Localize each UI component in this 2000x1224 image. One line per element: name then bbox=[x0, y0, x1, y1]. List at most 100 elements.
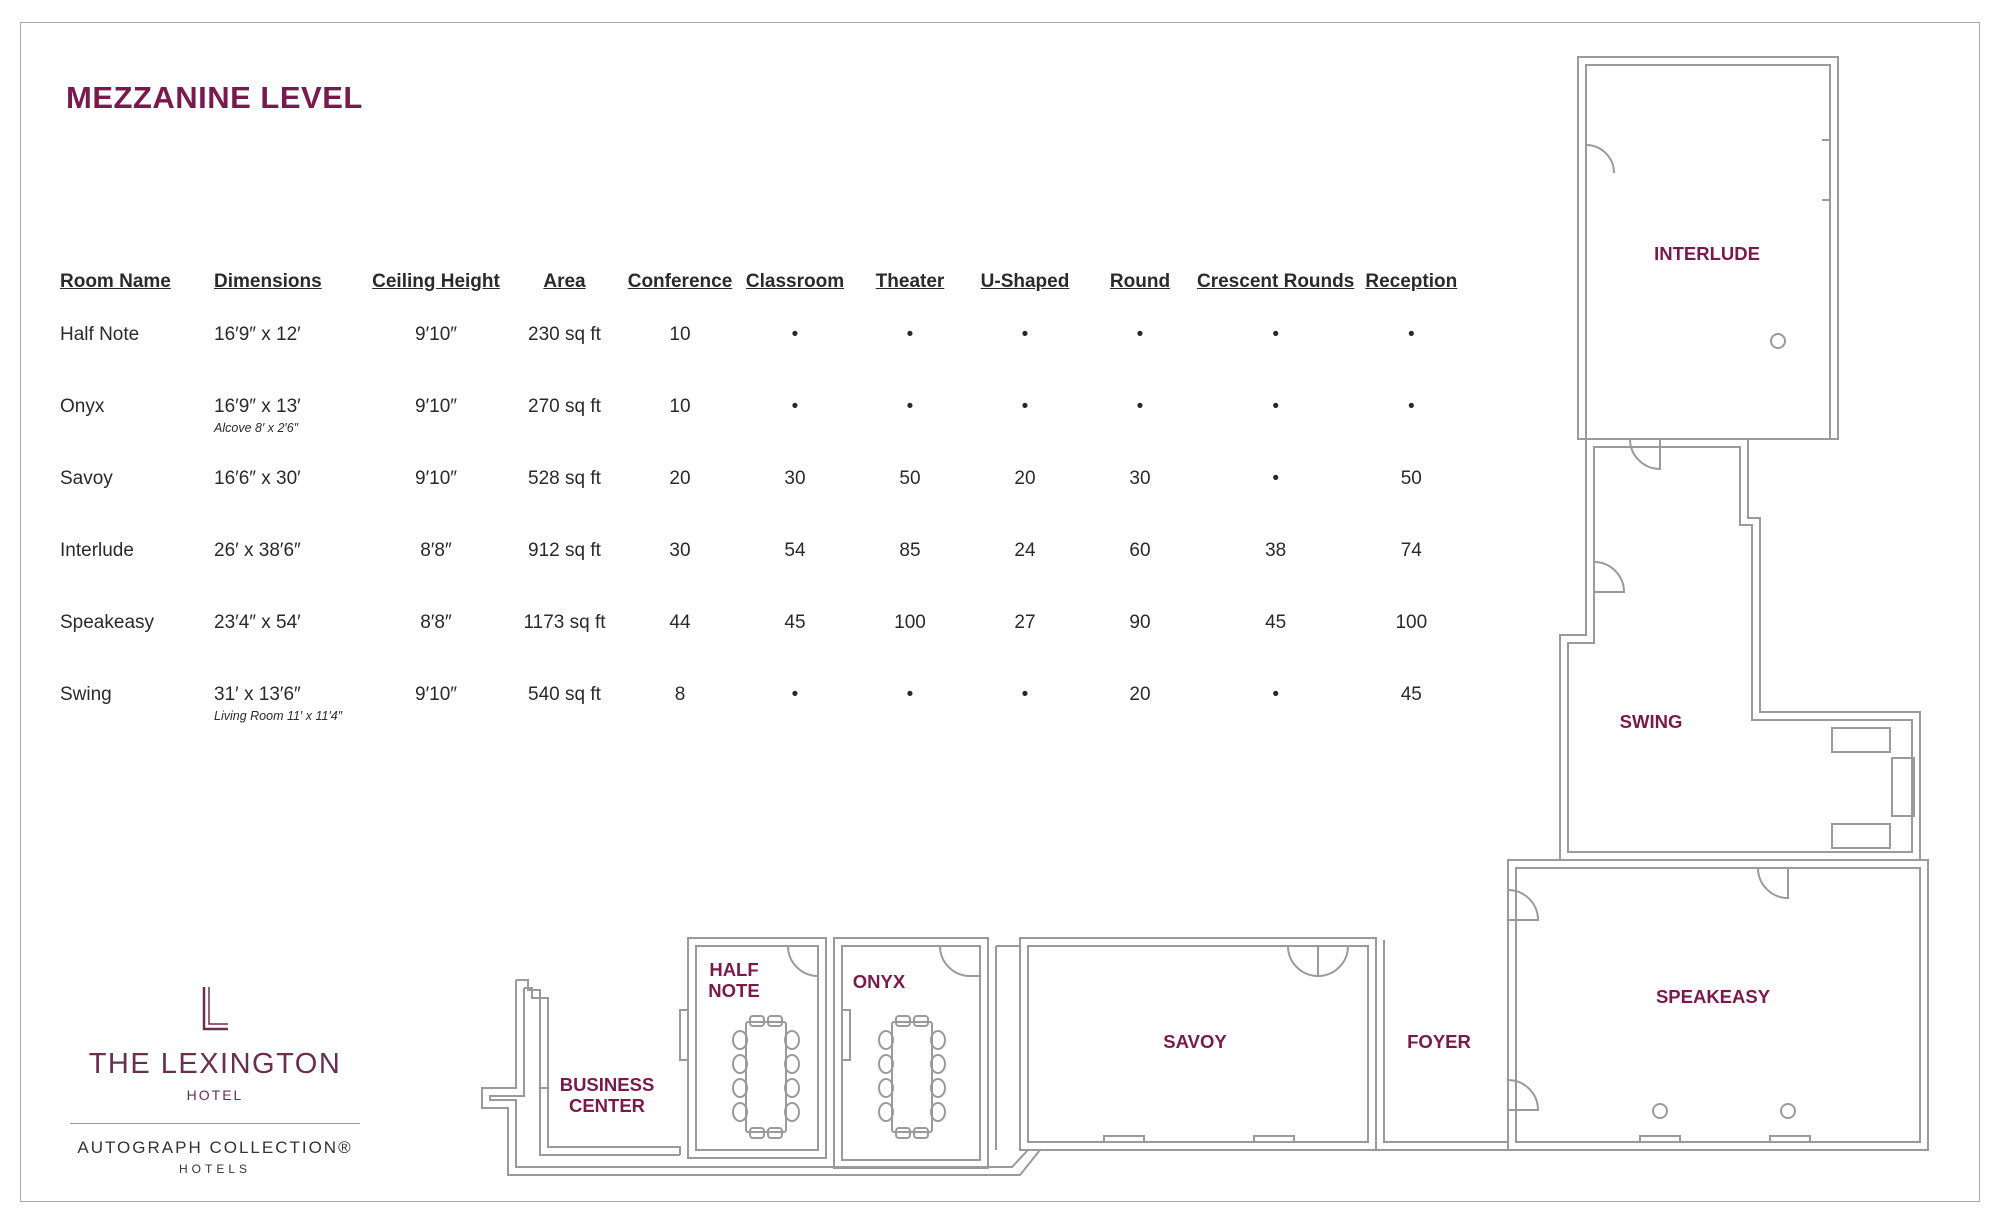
sofa-icon bbox=[1831, 727, 1891, 753]
cell-conference: 30 bbox=[669, 540, 691, 561]
cell-dimensions: 16′9″ x 12′ bbox=[214, 302, 366, 374]
chair-icon bbox=[878, 1030, 894, 1050]
header-reception: Reception bbox=[1365, 271, 1458, 292]
cell-crescent: 45 bbox=[1265, 612, 1287, 633]
label-speakeasy: SPEAKEASY bbox=[1656, 986, 1771, 1007]
cell-area: 912 sq ft bbox=[528, 540, 601, 561]
chair-icon bbox=[930, 1102, 946, 1122]
label-half-note-line1: HALF bbox=[709, 959, 758, 980]
half-note-room bbox=[679, 937, 827, 1159]
lexington-l-mark-icon bbox=[202, 987, 228, 1031]
cell-theater: • bbox=[906, 396, 914, 417]
chair-icon bbox=[749, 1127, 765, 1139]
cell-round: 90 bbox=[1129, 612, 1151, 633]
dimensions-note: Living Room 11′ x 11′4″ bbox=[214, 709, 343, 723]
cell-crescent: • bbox=[1272, 324, 1279, 345]
dimensions-note: Alcove 8′ x 2′6″ bbox=[214, 421, 299, 435]
hotel-subtitle: HOTEL bbox=[186, 1087, 244, 1103]
cell-room-name: Half Note bbox=[60, 324, 140, 345]
dimensions-value: 16′6″ x 30′ bbox=[214, 468, 301, 489]
cell-reception: • bbox=[1407, 396, 1415, 417]
room-capacity-table: Room Name Dimensions Ceiling Height Area… bbox=[60, 262, 1468, 734]
conference-table bbox=[891, 1021, 933, 1133]
cell-round: • bbox=[1136, 324, 1144, 345]
dimensions-value: 26′ x 38′6″ bbox=[214, 540, 301, 561]
chair-icon bbox=[784, 1102, 800, 1122]
cell-dimensions: 26′ x 38′6″ bbox=[214, 518, 366, 590]
cell-round: 60 bbox=[1129, 540, 1151, 561]
cell-room-name: Onyx bbox=[60, 396, 105, 417]
header-dimensions: Dimensions bbox=[214, 271, 322, 292]
cell-ceiling: 9′10″ bbox=[415, 684, 457, 705]
chair-icon bbox=[878, 1102, 894, 1122]
chair-icon bbox=[767, 1015, 783, 1027]
header-u-shaped: U-Shaped bbox=[980, 271, 1070, 292]
cell-conference: 44 bbox=[669, 612, 691, 633]
cell-reception: • bbox=[1407, 324, 1415, 345]
cell-ceiling: 8′8″ bbox=[420, 612, 452, 633]
conference-table bbox=[745, 1021, 787, 1133]
cell-theater: • bbox=[906, 684, 914, 705]
header-ceiling-height: Ceiling Height bbox=[372, 271, 500, 292]
cell-room-name: Swing bbox=[60, 684, 112, 705]
cell-crescent: • bbox=[1272, 468, 1279, 489]
cell-area: 230 sq ft bbox=[528, 324, 601, 345]
cell-crescent: • bbox=[1272, 396, 1279, 417]
chair-icon bbox=[895, 1015, 911, 1027]
header-conference: Conference bbox=[627, 271, 733, 292]
cell-classroom: 45 bbox=[784, 612, 806, 633]
cell-u-shaped: 24 bbox=[1014, 540, 1036, 561]
savoy-room bbox=[1019, 937, 1377, 1151]
table-row: Interlude 26′ x 38′6″ 8′8″ 912 sq ft 30 … bbox=[60, 518, 1468, 590]
column-marker bbox=[1780, 1103, 1796, 1119]
dimensions-value: 31′ x 13′6″ bbox=[214, 684, 301, 705]
cell-classroom: • bbox=[791, 684, 799, 705]
cell-room-name: Speakeasy bbox=[60, 612, 155, 633]
label-foyer: FOYER bbox=[1407, 1031, 1471, 1052]
cell-conference: 10 bbox=[669, 396, 691, 417]
table-row: Savoy 16′6″ x 30′ 9′10″ 528 sq ft 20 30 … bbox=[60, 446, 1468, 518]
table-row: Swing 31′ x 13′6″ Living Room 11′ x 11′4″… bbox=[60, 662, 1468, 734]
chair-icon bbox=[732, 1054, 748, 1074]
header-crescent-rounds: Crescent Rounds bbox=[1197, 271, 1355, 292]
swing-room bbox=[1559, 438, 1921, 861]
collection-name: AUTOGRAPH COLLECTION® bbox=[77, 1138, 353, 1157]
cell-theater: • bbox=[906, 324, 914, 345]
header-theater: Theater bbox=[875, 271, 945, 292]
cell-u-shaped: 27 bbox=[1014, 612, 1036, 633]
corridor bbox=[987, 938, 1020, 1150]
chair-icon bbox=[878, 1054, 894, 1074]
chair-icon bbox=[784, 1078, 800, 1098]
label-business-center-line1: BUSINESS bbox=[560, 1074, 655, 1095]
chair-icon bbox=[732, 1078, 748, 1098]
label-interlude: INTERLUDE bbox=[1654, 243, 1760, 264]
header-room-name: Room Name bbox=[60, 271, 171, 292]
hotel-logo: THE LEXINGTON HOTEL AUTOGRAPH COLLECTION… bbox=[70, 985, 360, 1176]
chair-icon bbox=[895, 1127, 911, 1139]
cell-classroom: • bbox=[791, 396, 799, 417]
label-swing: SWING bbox=[1620, 711, 1683, 732]
chair-icon bbox=[767, 1127, 783, 1139]
cell-ceiling: 9′10″ bbox=[415, 324, 457, 345]
chair-icon bbox=[749, 1015, 765, 1027]
chair-icon bbox=[913, 1015, 929, 1027]
cell-ceiling: 8′8″ bbox=[420, 540, 452, 561]
cell-reception: 74 bbox=[1400, 540, 1422, 561]
cell-reception: 45 bbox=[1400, 684, 1422, 705]
cell-classroom: 54 bbox=[784, 540, 806, 561]
cell-room-name: Savoy bbox=[60, 468, 113, 489]
header-round: Round bbox=[1109, 271, 1171, 292]
cell-round: 20 bbox=[1129, 684, 1151, 705]
chair-icon bbox=[930, 1030, 946, 1050]
header-classroom: Classroom bbox=[745, 271, 845, 292]
cell-dimensions: 23′4″ x 54′ bbox=[214, 590, 366, 662]
cell-theater: 85 bbox=[899, 540, 921, 561]
cell-u-shaped: 20 bbox=[1014, 468, 1036, 489]
cell-room-name: Interlude bbox=[60, 540, 134, 561]
cell-crescent: • bbox=[1272, 684, 1279, 705]
chair-icon bbox=[784, 1030, 800, 1050]
cell-crescent: 38 bbox=[1265, 540, 1287, 561]
page-border bbox=[20, 22, 1980, 1202]
cell-conference: 10 bbox=[669, 324, 691, 345]
